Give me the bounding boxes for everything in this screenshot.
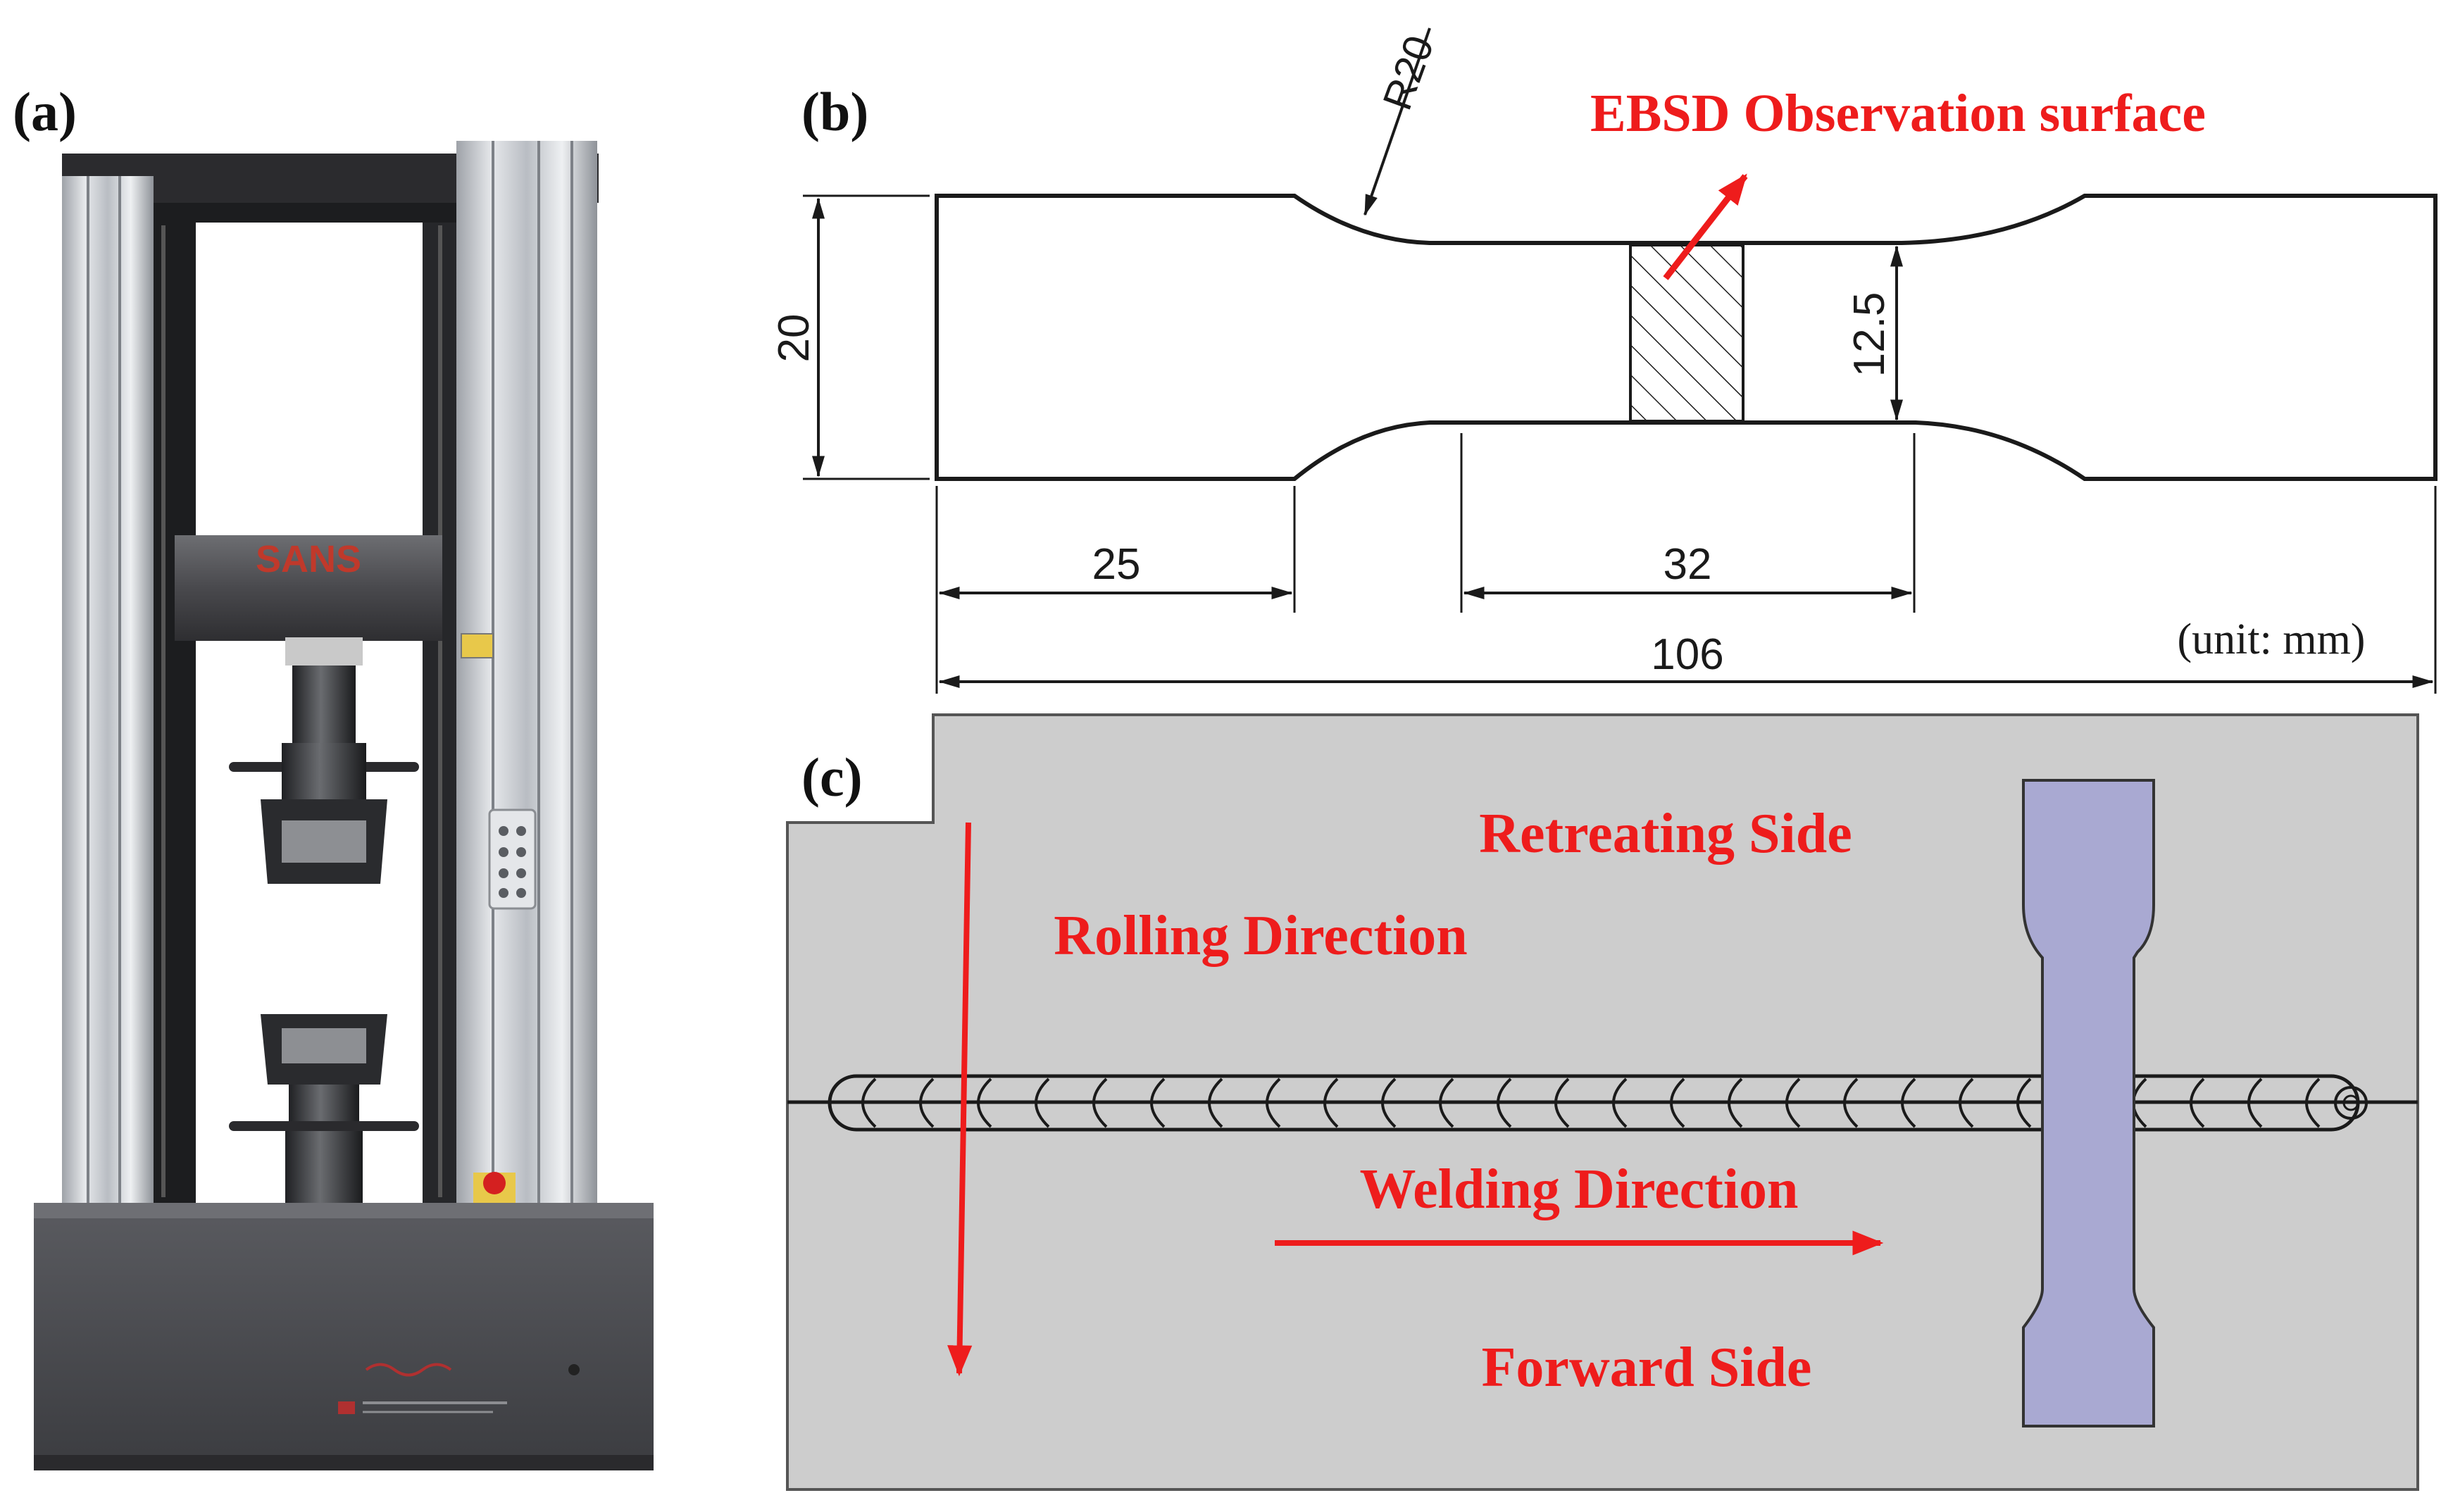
machine-right-column — [456, 141, 597, 1232]
radius-label: R20 — [1374, 30, 1442, 115]
weld-ripple — [1092, 1077, 1108, 1128]
upper-grip — [292, 666, 356, 743]
panel-a: (a) SANS — [13, 81, 654, 1470]
rolling-direction-arrow — [947, 822, 973, 1377]
weld-ripple — [1035, 1077, 1050, 1128]
specimen-outline — [935, 194, 2438, 481]
weld-ripple — [1843, 1077, 1859, 1128]
weld-endpoint-icon — [2334, 1086, 2368, 1120]
emergency-stop-icon — [483, 1172, 506, 1194]
weld-ripple — [861, 1077, 877, 1128]
weld-ripple — [919, 1077, 935, 1128]
dim-width-label: 20 — [770, 314, 818, 363]
dim-total-length-label: 106 — [1651, 630, 1723, 679]
weld-ripple — [1381, 1077, 1397, 1128]
lower-grip-handle — [229, 1121, 419, 1131]
weld-ripple — [1670, 1077, 1685, 1128]
machine-brand-logo: SANS — [256, 538, 361, 580]
weld-ripple — [1208, 1077, 1223, 1128]
weld-ripple — [1323, 1077, 1339, 1128]
ebsd-hatched-region — [1629, 244, 1744, 423]
weld-ripples — [861, 1077, 2321, 1128]
panel-b: (b) EBSD Observation surface R20 20 12.5… — [770, 27, 2438, 694]
retreating-side-label: Retreating Side — [1479, 803, 1852, 865]
panel-c: (c) Retreating Side Rolling Direction We… — [786, 713, 2419, 1491]
weld-ripple — [1150, 1077, 1166, 1128]
weld-ripple — [1554, 1077, 1570, 1128]
panel-b-label: (b) — [801, 81, 868, 142]
machine-base — [34, 1203, 654, 1470]
weld-ripple — [2305, 1077, 2321, 1128]
weld-ripple — [1497, 1077, 1512, 1128]
machine-crosshead — [175, 535, 442, 641]
dim-gauge-width-label: 12.5 — [1845, 292, 1894, 377]
welding-direction-label: Welding Direction — [1360, 1158, 1799, 1220]
forward-side-label: Forward Side — [1482, 1337, 1812, 1399]
machine-left-column — [62, 176, 154, 1232]
ebsd-red-arrow — [1663, 173, 1748, 280]
tensile-specimen — [2022, 779, 2155, 1427]
weld-ripple — [1728, 1077, 1743, 1128]
unit-note: (unit: mm) — [2178, 616, 2366, 663]
weld-ripple — [1959, 1077, 1974, 1128]
weld-ripple — [2016, 1077, 2032, 1128]
weld-ripple — [2190, 1077, 2205, 1128]
dim-grip-length-label: 25 — [1092, 540, 1141, 589]
rolling-direction-label: Rolling Direction — [1054, 905, 1467, 967]
weld-ripple — [1901, 1077, 1916, 1128]
weld-ripple — [1612, 1077, 1628, 1128]
panel-a-label: (a) — [13, 81, 77, 142]
weld-ripple — [977, 1077, 992, 1128]
weld-ripple — [1785, 1077, 1801, 1128]
weld-ripple — [2247, 1077, 2263, 1128]
ebsd-observation-label: EBSD Observation surface — [1590, 84, 2206, 143]
testing-machine-illustration: SANS — [34, 141, 654, 1470]
panel-c-label: (c) — [801, 746, 863, 808]
weld-ripple — [1439, 1077, 1454, 1128]
weld-ripple — [1266, 1077, 1281, 1128]
control-pendant — [488, 808, 537, 910]
dim-gauge-length-label: 32 — [1664, 540, 1712, 589]
radius-leader-line — [1363, 27, 1431, 216]
